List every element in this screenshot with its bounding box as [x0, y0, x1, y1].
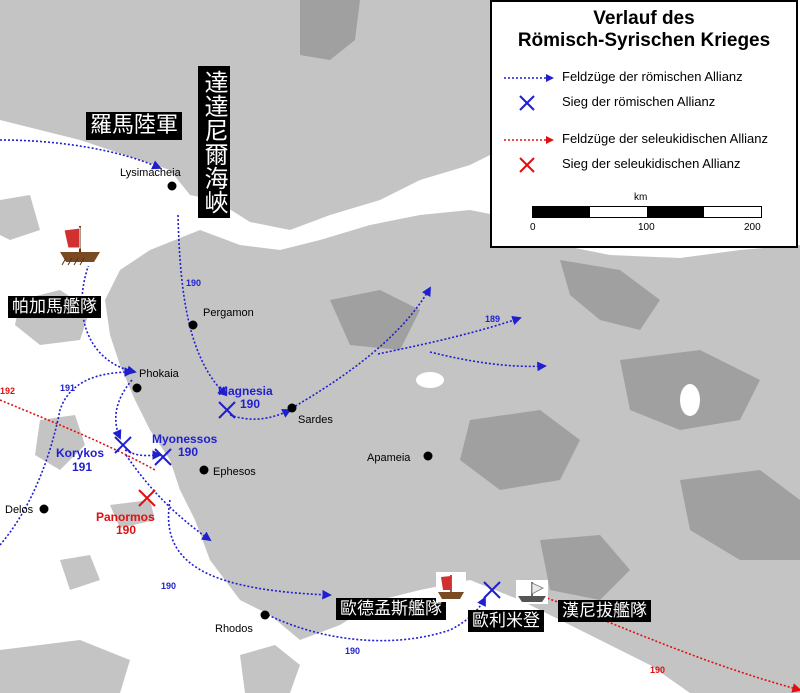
crete-island: [0, 640, 130, 693]
seleucid-route-south: [524, 589, 800, 693]
legend-label-seleucid-campaign: Feldzüge der seleukidischen Allianz: [562, 131, 768, 146]
label-delos: Delos: [5, 504, 34, 516]
roman-route-aegean: [0, 367, 134, 546]
route-year-red-west: 192: [0, 386, 15, 396]
battle-eurymedon-marker: [483, 581, 501, 599]
seleucid-victory-x-icon: [519, 157, 535, 173]
battle-panormos-marker: [138, 489, 156, 507]
battle-myonessos-marker: [154, 448, 172, 466]
roman-route-thrace: [0, 139, 162, 170]
city-sardes-dot: [287, 403, 297, 413]
scale-bar: km 0 100 200: [522, 192, 792, 242]
roman-route-magnesia-sardes: [229, 409, 292, 420]
route-year-north-south: 190: [186, 278, 201, 288]
rhodian-galley-icon: [436, 572, 466, 602]
rhodos-island: [240, 645, 300, 693]
legend-item-roman-campaign: Feldzüge der römischen Allianz: [502, 68, 792, 88]
city-phokaia-dot: [132, 383, 142, 393]
lake-2: [680, 384, 700, 416]
legend-label-seleucid-victory: Sieg der seleukidischen Allianz: [562, 156, 741, 171]
scale-tick-200: 200: [744, 222, 761, 233]
seleucid-campaign-line-icon: [504, 136, 554, 144]
highland-1: [300, 0, 360, 60]
label-pergamon-fleet: 帕加馬艦隊: [8, 296, 101, 318]
route-year-sw: 190: [161, 581, 176, 591]
label-lysimacheia: Lysimacheia: [120, 167, 182, 179]
roman-route-phokaia-korykos: [112, 379, 133, 440]
scale-unit: km: [634, 192, 648, 203]
city-apameia-dot: [423, 451, 433, 461]
legend-label-roman-campaign: Feldzüge der römischen Allianz: [562, 69, 743, 84]
aegean-islet: [0, 195, 40, 240]
route-year-red-south: 190: [650, 665, 665, 675]
route-year-south: 190: [345, 646, 360, 656]
label-magnesia-year: 190: [240, 397, 260, 411]
highland-5: [460, 410, 580, 490]
label-ephesos: Ephesos: [213, 466, 256, 478]
scale-tick-100: 100: [638, 222, 655, 233]
route-year-aegean: 191: [60, 383, 75, 393]
scale-tick-0: 0: [530, 222, 536, 233]
city-delos-dot: [39, 504, 49, 514]
legend-item-seleucid-campaign: Feldzüge der seleukidischen Allianz: [502, 130, 792, 150]
legend-item-roman-victory: Sieg der römischen Allianz: [502, 93, 792, 113]
roman-victory-x-icon: [519, 95, 535, 111]
roman-galley-icon: [58, 222, 102, 266]
city-rhodos-dot: [260, 610, 270, 620]
label-pergamon: Pergamon: [203, 307, 254, 319]
legend-title: Verlauf des Römisch-Syrischen Krieges: [492, 8, 796, 52]
roman-route-east-2: [429, 351, 547, 372]
roman-route-pergamon-fleet: [81, 249, 137, 376]
roman-route-korykos-se: [125, 454, 212, 542]
label-myonessos-year: 190: [178, 445, 198, 459]
highland-4: [330, 290, 420, 350]
label-eudemus-fleet: 歐德孟斯艦隊: [336, 598, 446, 620]
roman-route-sardes-ne: [291, 286, 431, 409]
cyclades-island: [60, 555, 100, 590]
label-roman-army: 羅馬陸軍: [86, 112, 183, 140]
legend-box: Verlauf des Römisch-Syrischen Krieges Fe…: [490, 0, 798, 248]
roman-campaign-line-icon: [504, 74, 554, 82]
highland-2: [560, 260, 660, 330]
label-eurymedon: 歐利米登: [468, 610, 544, 632]
roman-route-sw: [167, 499, 332, 600]
label-korykos-name: Korykos: [56, 446, 104, 460]
roman-route-korykos-myonessos: [124, 449, 162, 460]
label-korykos-year: 191: [72, 460, 92, 474]
lake-1: [416, 372, 444, 388]
legend-label-roman-victory: Sieg der römischen Allianz: [562, 94, 716, 109]
label-apameia: Apameia: [367, 452, 411, 464]
label-sardes: Sardes: [298, 414, 333, 426]
roman-route-east-1: [377, 315, 522, 355]
label-panormos-year: 190: [116, 523, 136, 537]
route-year-east: 189: [485, 314, 500, 324]
label-hannibal-fleet: 漢尼拔艦隊: [558, 600, 651, 622]
label-myonessos-name: Myonessos: [152, 432, 218, 446]
label-panormos-name: Panormos: [96, 510, 155, 524]
seleucid-ship-icon: [516, 580, 548, 604]
city-pergamon-dot: [188, 320, 198, 330]
legend-title-line2: Römisch-Syrischen Krieges: [517, 30, 771, 51]
label-phokaia: Phokaia: [139, 368, 180, 380]
label-magnesia-name: Magnesia: [218, 384, 273, 398]
label-dardanelles: 達達尼爾海峽: [198, 66, 230, 218]
scale-bar-graphic: [532, 206, 762, 218]
battle-korykos-marker: [114, 436, 132, 454]
label-rhodos: Rhodos: [215, 623, 253, 635]
legend-item-seleucid-victory: Sieg der seleukidischen Allianz: [502, 155, 792, 175]
highland-7: [540, 535, 630, 600]
highland-6: [680, 470, 800, 560]
city-ephesos-dot: [199, 465, 209, 475]
thrace-land: [0, 0, 520, 230]
city-lysimacheia-dot: [167, 181, 177, 191]
samos-island: [110, 500, 155, 528]
legend-title-line1: Verlauf des: [593, 8, 695, 29]
battle-magnesia-marker: [218, 401, 236, 419]
